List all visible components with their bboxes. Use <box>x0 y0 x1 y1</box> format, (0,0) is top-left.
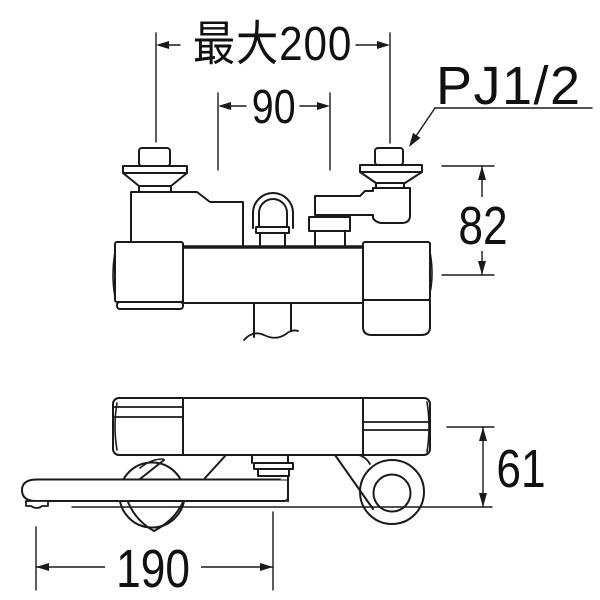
dim-label-max-width: 最大200 <box>156 21 390 69</box>
left-mounting-nut <box>122 147 188 193</box>
arrowhead <box>377 41 390 49</box>
right-offset-leg <box>308 147 423 248</box>
dim-text: 90 <box>252 81 296 134</box>
dim-text: PJ1/2 <box>436 56 582 116</box>
arrowhead <box>218 102 231 110</box>
right-flange-plan <box>334 454 425 525</box>
lever-teardrop <box>127 501 184 532</box>
arrowhead <box>479 427 487 441</box>
leader-arrowhead <box>409 132 421 147</box>
left-handle-cap <box>112 241 184 310</box>
dim-max200 <box>155 32 391 144</box>
shower-elbow-loop <box>252 192 294 248</box>
right-handle-cap <box>362 241 433 336</box>
arrowhead <box>479 493 487 507</box>
arrowhead <box>156 41 169 49</box>
dim-90 <box>217 92 331 171</box>
pipe-break-wave <box>243 329 299 341</box>
right-mounting-nut <box>374 147 404 166</box>
crank-body <box>314 187 411 224</box>
plan-view <box>21 397 431 532</box>
valve-body-plan <box>112 397 431 456</box>
leader-pj12 <box>409 107 593 147</box>
dim-label-height: 82 <box>451 196 515 256</box>
valve-body-front <box>112 241 433 341</box>
dim-text: 190 <box>116 539 190 599</box>
shower-connection-plan <box>251 454 294 477</box>
front-view <box>112 147 433 341</box>
dim-text: 82 <box>458 196 508 256</box>
aerator-tip <box>25 500 49 509</box>
spout-plan <box>21 461 289 509</box>
arrowhead <box>36 563 49 571</box>
arrowhead <box>478 261 486 275</box>
arrowhead <box>478 166 486 180</box>
arrowhead <box>260 563 273 571</box>
dim-text: 最大200 <box>193 18 353 71</box>
dim-label-pitch: 90 <box>218 84 330 132</box>
left-leg-bracket <box>130 191 244 249</box>
dim-label-spout-length: 190 <box>105 539 201 599</box>
arrowhead <box>317 102 330 110</box>
dim-label-depth: 61 <box>491 442 551 496</box>
thread-callout-label: PJ1/2 <box>436 59 582 113</box>
dim-61 <box>71 426 495 508</box>
dim-text: 61 <box>496 439 546 499</box>
